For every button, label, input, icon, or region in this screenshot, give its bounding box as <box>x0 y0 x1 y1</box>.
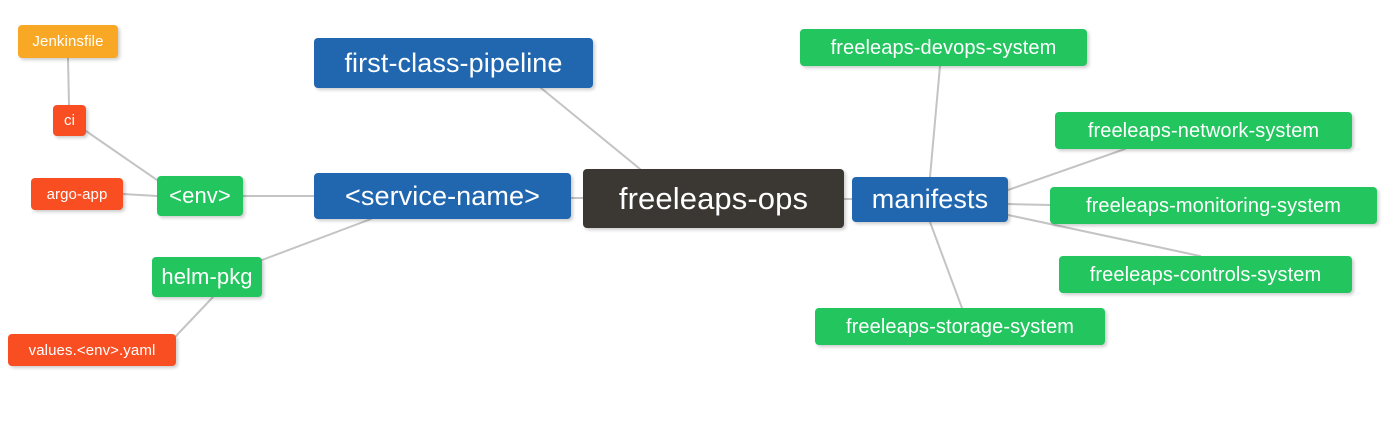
node-label-env: <env> <box>169 183 231 208</box>
node-freeleaps-network-system[interactable]: freeleaps-network-system <box>1055 112 1352 149</box>
edge-manifests-to-freeleaps-storage-system <box>929 221 963 309</box>
node-label-freeleaps-monitoring-system: freeleaps-monitoring-system <box>1085 194 1341 217</box>
node-freeleaps-controls-system[interactable]: freeleaps-controls-system <box>1059 256 1352 293</box>
node-argo-app[interactable]: argo-app <box>31 178 123 210</box>
node-jenkinsfile[interactable]: Jenkinsfile <box>18 25 118 58</box>
node-manifests[interactable]: manifests <box>852 177 1008 222</box>
node-service-name[interactable]: <service-name> <box>314 173 571 219</box>
edge-manifests-to-freeleaps-monitoring-system <box>1007 203 1051 206</box>
node-label-freeleaps-network-system: freeleaps-network-system <box>1087 119 1320 142</box>
node-label-first-class-pipeline: first-class-pipeline <box>344 47 563 78</box>
node-label-service-name: <service-name> <box>345 180 540 211</box>
node-first-class-pipeline[interactable]: first-class-pipeline <box>314 38 593 88</box>
node-label-jenkinsfile: Jenkinsfile <box>32 33 104 50</box>
edge-manifests-to-freeleaps-devops-system <box>929 65 941 178</box>
node-label-freeleaps-devops-system: freeleaps-devops-system <box>830 36 1057 59</box>
node-freeleaps-devops-system[interactable]: freeleaps-devops-system <box>800 29 1087 66</box>
node-label-freeleaps-storage-system: freeleaps-storage-system <box>845 315 1075 338</box>
node-env[interactable]: <env> <box>157 176 243 216</box>
edge-jenkinsfile-to-ci <box>67 57 70 106</box>
edge-argo-app-to-env <box>122 193 158 197</box>
edge-first-class-pipeline-to-freeleaps-ops <box>540 87 641 170</box>
node-label-ci: ci <box>63 112 76 129</box>
node-freeleaps-ops[interactable]: freeleaps-ops <box>583 169 844 228</box>
edge-helm-pkg-to-values-yaml <box>175 296 214 337</box>
edge-service-name-to-helm-pkg <box>261 218 372 261</box>
node-values-yaml[interactable]: values.<env>.yaml <box>8 334 176 366</box>
node-freeleaps-storage-system[interactable]: freeleaps-storage-system <box>815 308 1105 345</box>
node-helm-pkg[interactable]: helm-pkg <box>152 257 262 297</box>
node-freeleaps-monitoring-system[interactable]: freeleaps-monitoring-system <box>1050 187 1377 224</box>
node-label-freeleaps-ops: freeleaps-ops <box>618 181 809 216</box>
node-ci[interactable]: ci <box>53 105 86 136</box>
node-label-argo-app: argo-app <box>46 185 108 203</box>
edge-manifests-to-freeleaps-network-system <box>1007 148 1126 191</box>
node-label-manifests: manifests <box>871 184 989 214</box>
node-label-helm-pkg: helm-pkg <box>161 264 253 289</box>
node-label-values-yaml: values.<env>.yaml <box>28 341 156 359</box>
edge-ci-to-env <box>85 130 158 181</box>
node-label-freeleaps-controls-system: freeleaps-controls-system <box>1089 263 1322 286</box>
